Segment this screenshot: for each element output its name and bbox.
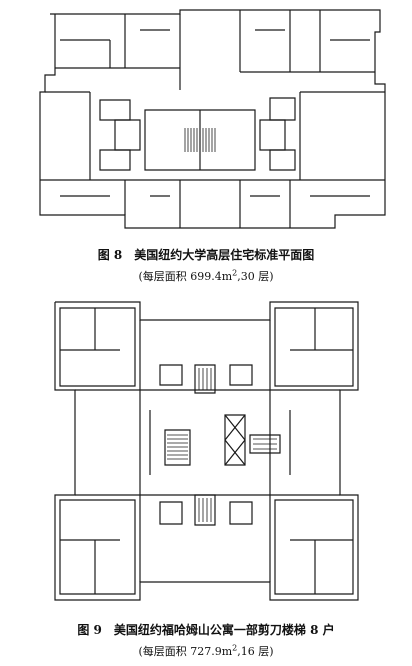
floor-plan-fordham xyxy=(0,290,412,608)
figure9-area-sup: 2 xyxy=(232,643,238,653)
figure8-caption: 图 8 美国纽约大学高层住宅标准平面图 xyxy=(0,246,412,263)
figure8-area-prefix: (每层面积 699.4m xyxy=(138,270,233,283)
scissor-stair-hatch xyxy=(167,368,277,522)
plan-outline xyxy=(40,10,385,228)
plan-outline xyxy=(55,302,358,600)
figure9-subcaption: (每层面积 727.9m2,16 层) xyxy=(0,643,412,659)
elevator-shaft xyxy=(225,415,245,465)
unit-bottom-left xyxy=(60,500,135,594)
figure9-area-prefix: (每层面积 727.9m xyxy=(138,645,233,658)
figure8-area-sup: 2 xyxy=(232,268,238,278)
figure9-area-suffix: ,16 层) xyxy=(237,645,274,658)
stair-hatch xyxy=(185,128,215,152)
unit-top-right xyxy=(275,308,353,386)
floor-plan-nyu xyxy=(0,0,412,236)
unit-top-left xyxy=(60,308,135,386)
figure8-subcaption: (每层面积 699.4m2,30 层) xyxy=(0,268,412,284)
figure9-caption: 图 9 美国纽约福哈姆山公寓一部剪刀楼梯 8 户 xyxy=(0,621,412,638)
figure9-title: 图 9 美国纽约福哈姆山公寓一部剪刀楼梯 8 户 xyxy=(77,623,335,637)
figure8-title: 图 8 美国纽约大学高层住宅标准平面图 xyxy=(97,248,315,262)
figure8-area-suffix: ,30 层) xyxy=(237,270,274,283)
unit-bottom-right xyxy=(275,500,353,594)
